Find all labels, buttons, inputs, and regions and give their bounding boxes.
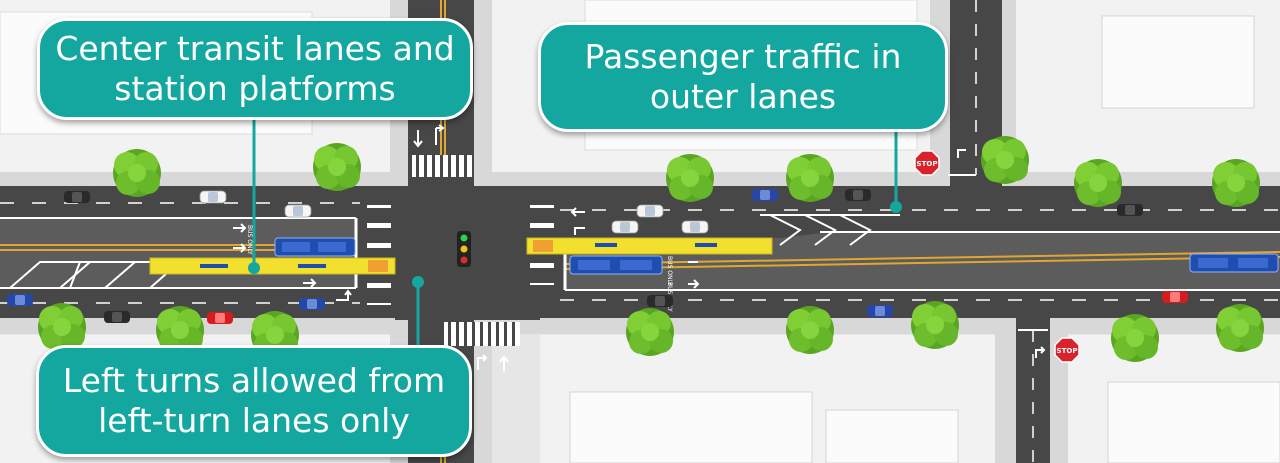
bus-icon <box>274 237 1279 275</box>
callout-transit-line-2: station platforms <box>114 69 396 108</box>
callout-traffic-line-2: outer lanes <box>649 77 837 116</box>
callout-turns-line-1: Left turns allowed from <box>62 361 446 401</box>
station-platforms <box>149 237 773 275</box>
stop-sign-text-2: STOP <box>1057 347 1078 355</box>
bus-only-text-2: BUS ONLY <box>666 256 673 286</box>
lane-edges <box>0 217 1280 291</box>
callout-leader-lines <box>248 112 902 348</box>
callout-center-transit-lanes: Center transit lanes and station platfor… <box>37 18 473 120</box>
callout-traffic-line-1: Passenger traffic in <box>584 37 902 77</box>
traffic-light-icon <box>457 231 471 267</box>
stop-sign-icon: STOP STOP <box>914 150 1080 363</box>
callout-transit-line-1: Center transit lanes and <box>55 29 455 69</box>
callout-turns-line-2: left-turn lanes only <box>98 401 410 440</box>
bus-only-text-1: BUS ONLY <box>246 225 253 255</box>
callout-left-turns: Left turns allowed from left-turn lanes … <box>36 345 472 457</box>
stop-sign-text-1: STOP <box>917 160 938 168</box>
turn-arrow-icon <box>233 124 1046 372</box>
callout-passenger-traffic: Passenger traffic in outer lanes <box>538 22 948 132</box>
